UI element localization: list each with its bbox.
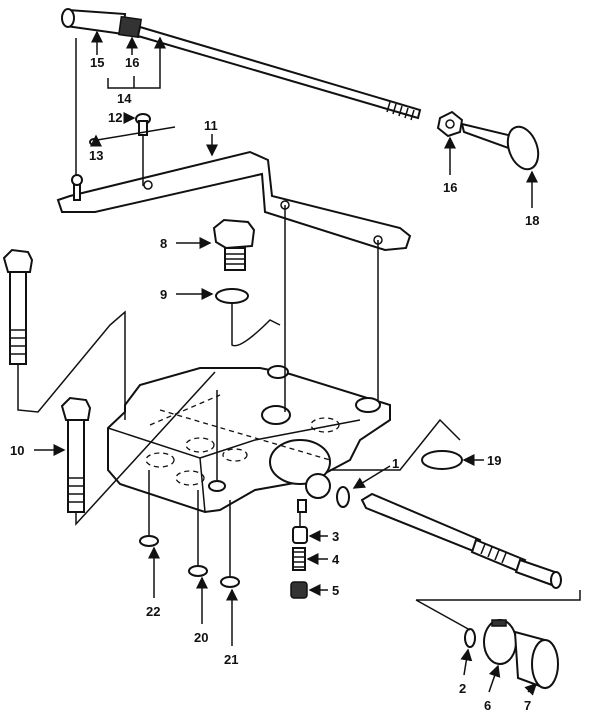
callout-3: 3 xyxy=(332,529,339,544)
washer-21 xyxy=(220,576,240,588)
callout-22: 22 xyxy=(146,604,160,619)
spool xyxy=(360,492,562,589)
nut xyxy=(436,110,464,138)
knob xyxy=(460,122,540,171)
o-ring xyxy=(421,450,463,470)
leader-lines xyxy=(34,30,538,696)
callout-10: 10 xyxy=(10,443,24,458)
washer-22 xyxy=(139,535,159,547)
washer-20 xyxy=(188,565,208,577)
callout-1: 1 xyxy=(392,456,399,471)
callout-13: 13 xyxy=(89,148,103,163)
cotter-pin xyxy=(89,126,176,146)
washer xyxy=(215,288,249,304)
callout-4: 4 xyxy=(332,552,340,567)
callout-16-right: 16 xyxy=(443,180,457,195)
callout-14: 14 xyxy=(117,91,132,106)
callout-18: 18 xyxy=(525,213,539,228)
callout-21: 21 xyxy=(224,652,238,667)
cap xyxy=(513,630,559,690)
plug xyxy=(292,526,308,544)
callout-6: 6 xyxy=(484,698,491,713)
callout-16-top: 16 xyxy=(125,55,139,70)
detent xyxy=(290,581,308,599)
callout-labels: 15 16 14 12 13 11 16 18 8 9 10 1 19 3 4 … xyxy=(10,55,539,713)
bolt-long-lower xyxy=(60,396,92,513)
assembly-lines xyxy=(17,38,581,631)
callout-7: 7 xyxy=(524,698,531,713)
spring xyxy=(292,547,306,571)
seal-ring xyxy=(336,486,350,508)
lever-plate xyxy=(56,150,412,252)
clamp xyxy=(483,619,517,665)
callout-12: 12 xyxy=(108,110,122,125)
callout-2: 2 xyxy=(459,681,466,696)
callout-15: 15 xyxy=(90,55,104,70)
callout-11: 11 xyxy=(204,118,218,133)
snap-ring xyxy=(464,628,476,648)
valve-body xyxy=(107,365,391,514)
callout-20: 20 xyxy=(194,630,208,645)
callout-9: 9 xyxy=(160,287,167,302)
bolt-short xyxy=(212,218,256,271)
callout-19: 19 xyxy=(487,453,501,468)
control-rod xyxy=(61,8,422,121)
callout-5: 5 xyxy=(332,583,339,598)
callout-8: 8 xyxy=(160,236,167,251)
bolt-long-upper xyxy=(2,248,34,365)
pin xyxy=(135,113,151,136)
